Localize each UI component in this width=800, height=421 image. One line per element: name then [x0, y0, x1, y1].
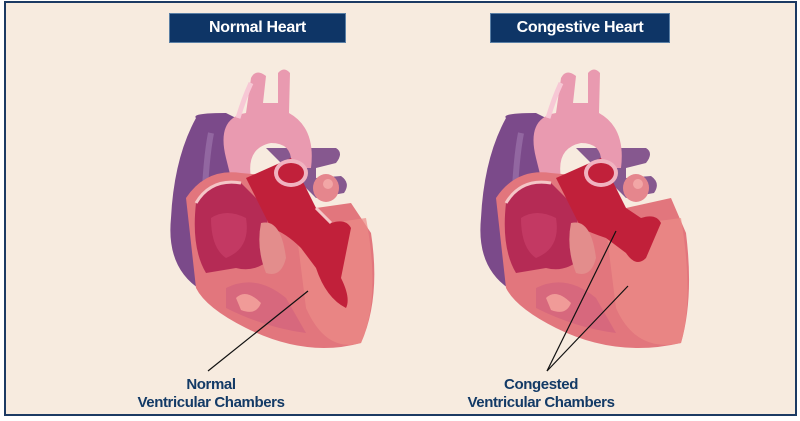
normal-caption-line2: Ventricular Chambers [137, 394, 285, 411]
normal-heart-title: Normal Heart [169, 13, 346, 43]
congested-chambers-caption: Congested Ventricular Chambers [446, 376, 636, 412]
diagram-frame: Normal Heart Congestive Heart [4, 1, 797, 416]
congested-caption-line2: Ventricular Chambers [467, 394, 615, 411]
congestive-heart-illustration [480, 69, 690, 348]
normal-heart-illustration [170, 69, 375, 348]
normal-caption-line1: Normal [186, 376, 236, 393]
normal-chambers-caption: Normal Ventricular Chambers [121, 376, 301, 412]
congestive-heart-title: Congestive Heart [490, 13, 670, 43]
congested-leader-line-2 [546, 285, 629, 372]
congested-caption-line1: Congested [504, 376, 578, 393]
congested-leader-line-1 [546, 230, 617, 372]
leader-lines [207, 230, 629, 372]
normal-leader-line [207, 290, 309, 372]
